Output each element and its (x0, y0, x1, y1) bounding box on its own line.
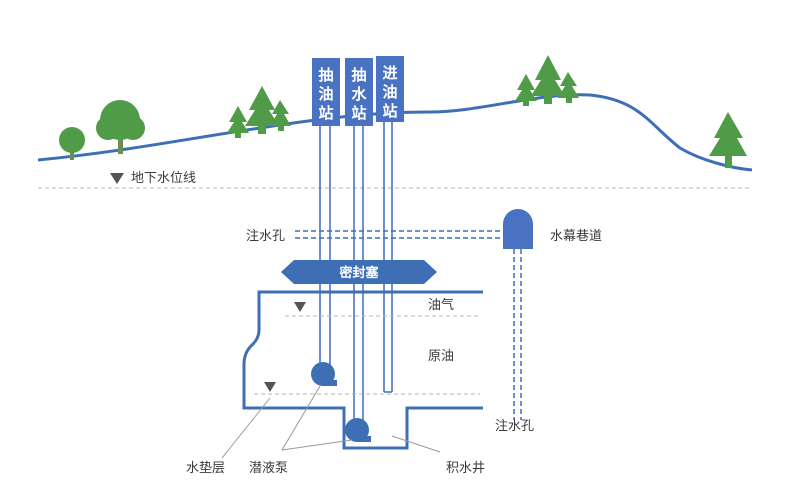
submersible-pump-icon-upper (311, 362, 337, 386)
seal-plug-label: 密封塞 (338, 265, 379, 281)
crude-oil-label: 原油 (428, 349, 454, 364)
svg-text:油: 油 (318, 85, 333, 103)
tree-icon-left-large (96, 100, 145, 154)
leader-sump-well (391, 435, 441, 453)
svg-text:抽: 抽 (351, 66, 366, 84)
water-level-marker-icon-lower (264, 382, 276, 392)
injection-hole-right-label: 注水孔 (495, 419, 534, 434)
svg-text:站: 站 (382, 102, 397, 120)
water-curtain-tunnel-label: 水幕巷道 (550, 229, 602, 244)
oil-level-marker-icon (294, 302, 306, 312)
pine-trees-icon-right (515, 55, 579, 106)
leader-pump-upper (281, 385, 321, 451)
vertical-injection-hole (513, 249, 522, 420)
water-level-marker-icon (110, 173, 124, 184)
ground-surface-line (37, 93, 753, 172)
sump-well-label: 积水井 (446, 461, 485, 476)
station-oil-inlet: 进 油 站 (376, 56, 404, 122)
svg-text:抽: 抽 (318, 66, 333, 84)
station-water-pumping: 抽 水 站 (345, 58, 373, 126)
groundwater-line-label: 地下水位线 (131, 171, 196, 186)
leader-pump-lower (281, 439, 353, 451)
injection-hole-top-label: 注水孔 (246, 229, 285, 244)
oil-inlet-pipe (383, 120, 393, 393)
svg-text:站: 站 (351, 104, 366, 122)
station-oil-pumping: 抽 油 站 (312, 58, 340, 126)
horizontal-injection-hole (295, 230, 505, 239)
svg-text:油: 油 (382, 83, 397, 101)
pine-trees-icon-left (227, 86, 291, 138)
water-curtain-tunnel-icon (503, 209, 533, 249)
water-cushion-label: 水垫层 (186, 460, 225, 476)
seal-plug-shape (281, 260, 437, 284)
leader-water-cushion (221, 397, 271, 459)
tree-icon-left-small (59, 127, 85, 160)
submersible-pump-icon-lower (345, 418, 371, 442)
svg-text:水: 水 (351, 85, 367, 103)
svg-text:站: 站 (318, 104, 333, 122)
pine-tree-icon-far-right (709, 112, 747, 168)
submersible-pump-label: 潜液泵 (249, 461, 288, 476)
cavern-outline (242, 290, 483, 450)
oil-gas-label: 油气 (428, 297, 454, 313)
svg-text:进: 进 (382, 64, 397, 82)
pumping-oil-pipe (319, 126, 331, 370)
